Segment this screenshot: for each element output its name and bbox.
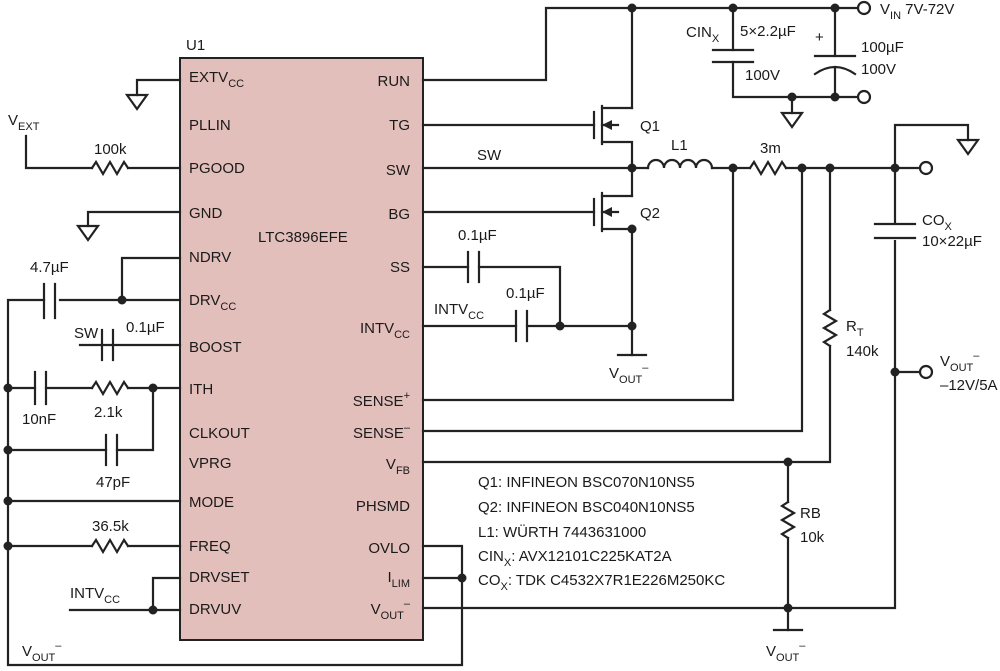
cin-label: CINX <box>686 24 720 45</box>
pin-sense-minus: SENSE– <box>353 422 411 442</box>
resistor-36p5k <box>90 537 130 555</box>
l1-label: L1 <box>671 137 688 154</box>
pin-intvcc: INTVCC <box>360 320 410 341</box>
c-ss-label: 0.1µF <box>458 227 497 244</box>
resistor-2p1k <box>90 379 130 397</box>
resistor-100k <box>90 159 130 177</box>
pin-phsmd: PHSMD <box>356 498 410 515</box>
pin-vfb: VFB <box>386 456 410 477</box>
r-ith-label: 2.1k <box>94 404 123 421</box>
pin-clkout: CLKOUT <box>189 425 250 442</box>
pin-pgood: PGOOD <box>189 160 245 177</box>
sw-node-label: SW <box>477 147 502 164</box>
pin-mode: MODE <box>189 494 234 511</box>
vout-out-spec: –12V/5A <box>940 377 998 394</box>
vext-label: VEXT <box>8 112 40 133</box>
q1-label: Q1 <box>640 118 660 135</box>
pin-vprg: VPRG <box>189 455 232 472</box>
pin-drvcc: DRVCC <box>189 292 236 313</box>
right-labels: SW Q1 Q2 L1 3m 0.1µF INTVCC 0.1µF VOUT– … <box>434 1 998 664</box>
c-ith2-label: 47pF <box>96 474 130 491</box>
pin-gnd: GND <box>189 205 223 222</box>
resistor-rb <box>779 500 797 540</box>
r-freq-label: 36.5k <box>92 518 129 535</box>
mosfet-q1 <box>421 104 634 170</box>
vin-label: VIN 7V-72V <box>880 1 954 22</box>
pin-drvuv: DRVUV <box>189 601 241 618</box>
bom-l1: L1: WÜRTH 7443631000 <box>478 523 646 541</box>
ground-symbol <box>779 111 805 129</box>
left-pins: EXTVCC PLLIN PGOOD GND NDRV DRVCC BOOST … <box>189 69 250 618</box>
q2-label: Q2 <box>640 205 660 222</box>
bom-list: Q1: INFINEON BSC070N10NS5 Q2: INFINEON B… <box>478 474 725 593</box>
cbulk-value: 100µF <box>861 39 904 56</box>
c-intvcc-label: 0.1µF <box>506 285 545 302</box>
bom-q2: Q2: INFINEON BSC040N10NS5 <box>478 499 695 516</box>
pin-ith: ITH <box>189 381 213 398</box>
intvcc-mid-label: INTVCC <box>434 301 484 322</box>
cin-value: 5×2.2µF <box>740 23 796 40</box>
pin-boost: BOOST <box>189 339 242 356</box>
r-pgood-label: 100k <box>94 141 127 158</box>
pin-extvcc: EXTVCC <box>189 69 244 90</box>
rt-label: RT <box>846 318 864 339</box>
pin-vout: VOUT– <box>371 598 411 622</box>
mosfet-q2 <box>421 166 648 357</box>
left-labels: VEXT 100k 4.7µF SW 0.1µF 10nF 2.1k 47pF … <box>8 112 165 664</box>
pin-bg: BG <box>388 206 410 223</box>
vout-bottom-left-label: VOUT– <box>22 640 62 664</box>
pin-run: RUN <box>378 73 411 90</box>
c-drv-label: 4.7µF <box>30 259 69 276</box>
resistor-sense <box>748 159 788 177</box>
ground-symbol <box>75 224 101 242</box>
c-boost-label: 0.1µF <box>126 319 165 336</box>
pin-ss: SS <box>390 259 410 276</box>
vout-out-label: VOUT– <box>940 350 980 374</box>
cox-label: COX <box>922 212 953 233</box>
ground-symbol <box>124 93 150 111</box>
pin-ovlo: OVLO <box>368 540 410 557</box>
c-ith-label: 10nF <box>22 411 56 428</box>
rt-value: 140k <box>846 343 879 360</box>
right-wiring <box>421 0 981 632</box>
left-wiring <box>3 78 464 667</box>
bom-cox: COX: TDK C4532X7R1E226M250KC <box>478 572 725 593</box>
cbulk-rating: 100V <box>861 61 896 78</box>
vout-bottom-right-label: VOUT– <box>766 640 806 664</box>
pin-drvset: DRVSET <box>189 569 250 586</box>
rsense-label: 3m <box>760 140 781 157</box>
pin-ilim: ILIM <box>387 569 410 590</box>
right-pins: RUN TG SW BG SS INTVCC SENSE+ SENSE– VFB… <box>353 73 411 622</box>
sw-boost-label: SW <box>74 325 99 342</box>
pin-pllin: PLLIN <box>189 117 231 134</box>
ic-part: LTC3896EFE <box>258 229 348 246</box>
bom-cin: CINX: AVX12101C225KAT2A <box>478 548 672 569</box>
bom-q1: Q1: INFINEON BSC070N10NS5 <box>478 474 695 491</box>
pin-tg: TG <box>389 117 410 134</box>
inductor-l1 <box>646 158 714 170</box>
cin-rating: 100V <box>745 67 780 84</box>
ground-symbol <box>955 138 981 156</box>
pin-sw: SW <box>386 162 411 179</box>
ic-body <box>179 57 424 641</box>
cbulk-plus: + <box>815 29 824 46</box>
vout-mid-label: VOUT– <box>609 362 649 386</box>
pin-freq: FREQ <box>189 538 231 555</box>
rb-value: 10k <box>800 529 825 546</box>
rb-label: RB <box>800 505 821 522</box>
ic-ref: U1 <box>186 37 205 54</box>
resistor-rt <box>821 308 839 348</box>
pin-ndrv: NDRV <box>189 249 231 266</box>
cox-value: 10×22µF <box>922 233 982 250</box>
pin-sense-plus: SENSE+ <box>353 390 410 410</box>
intvcc-bottom-label: INTVCC <box>70 585 120 606</box>
